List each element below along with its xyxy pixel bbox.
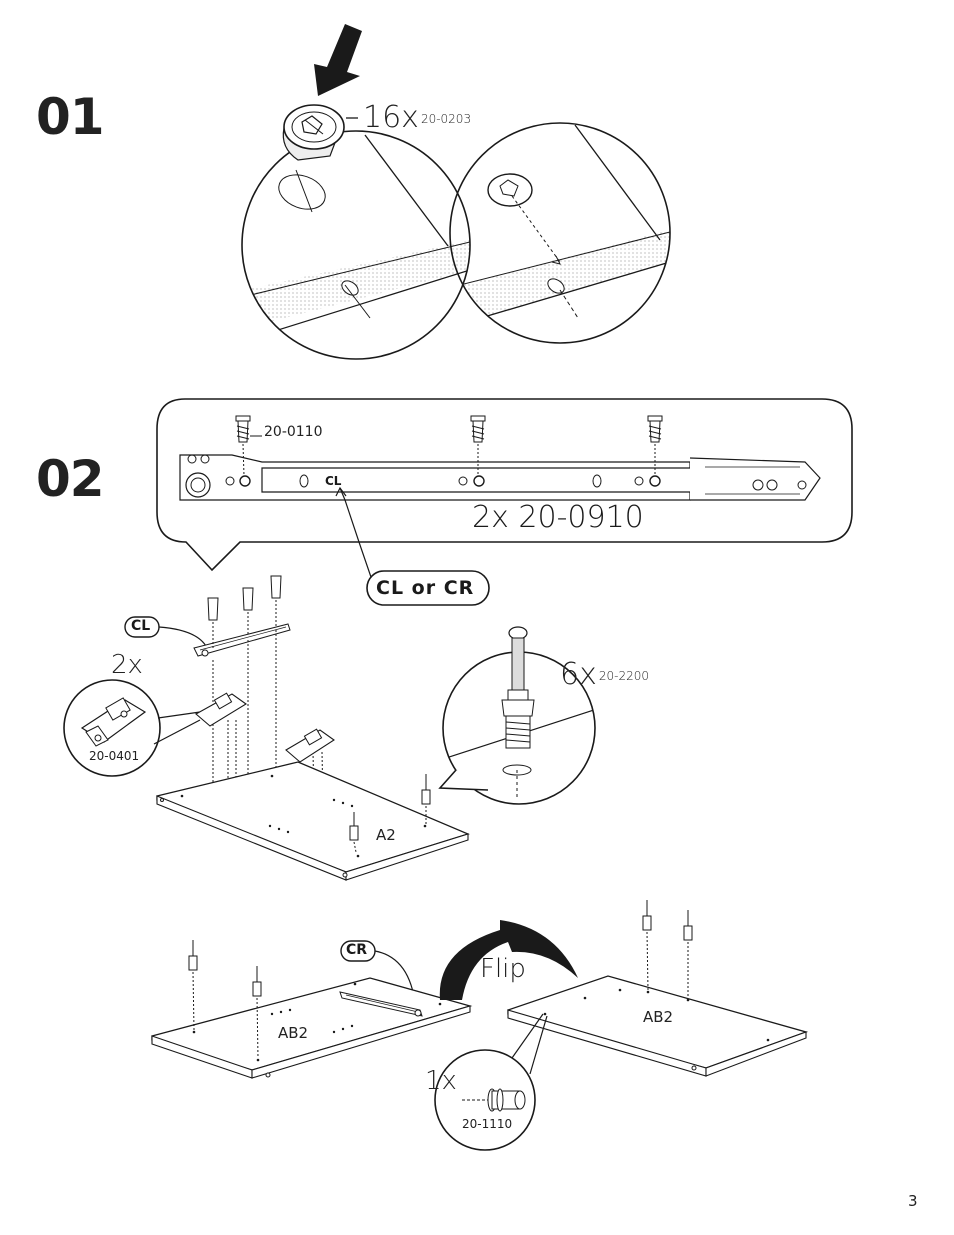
hinge-tag-cl: CL bbox=[131, 618, 151, 634]
rail-part-number: 20-0910 bbox=[518, 500, 644, 535]
cam-bolts-ab2-left bbox=[188, 940, 262, 1059]
rail-marker-cl: CL bbox=[325, 474, 342, 488]
rail-callout-bubble bbox=[156, 398, 853, 581]
dowel-part-number: 20-1110 bbox=[462, 1117, 513, 1131]
panel-ab2-right bbox=[507, 975, 809, 1077]
page-number: 3 bbox=[908, 1192, 918, 1210]
panel-ab2-left-label: AB2 bbox=[278, 1024, 309, 1042]
orientation-note: CL or CR bbox=[376, 577, 475, 599]
arrow-down-icon bbox=[314, 24, 362, 96]
detail-circle-left bbox=[241, 130, 471, 360]
orientation-pill bbox=[366, 570, 490, 606]
flip-arrow-icon bbox=[439, 920, 578, 1000]
flip-label: Flip bbox=[480, 954, 526, 984]
panel-a2-label: A2 bbox=[376, 826, 396, 844]
step-02-number: 02 bbox=[36, 450, 105, 508]
detail-circle-right bbox=[449, 122, 671, 344]
cam-lock-icon bbox=[282, 104, 358, 161]
step-01-number: 01 bbox=[36, 88, 105, 146]
hinge-icon bbox=[80, 697, 147, 747]
hinge-detail-circle bbox=[63, 679, 201, 777]
screw-icon bbox=[235, 415, 251, 477]
small-rail-left bbox=[193, 623, 291, 657]
step-01-part-number: 20-0203 bbox=[420, 111, 472, 126]
hinge-part-number: 20-0401 bbox=[89, 749, 140, 763]
cam-part-number: 20-2200 bbox=[598, 668, 649, 683]
dowel-icon bbox=[462, 1088, 526, 1112]
cam-bolts-a2 bbox=[349, 774, 431, 853]
hinge-quantity: 2x bbox=[111, 650, 143, 680]
hinges-on-panel bbox=[195, 692, 335, 763]
panel-a2 bbox=[156, 761, 470, 881]
panel-ab2-left bbox=[151, 977, 473, 1079]
dowel-detail-circle bbox=[434, 1013, 548, 1151]
panel-ab2-right-label: AB2 bbox=[643, 1008, 674, 1026]
screw-part-number: 20-0110 bbox=[264, 424, 323, 440]
cam-bolt-detail-circle bbox=[438, 626, 598, 805]
cam-bolt-icon bbox=[501, 626, 535, 749]
rail-quantity: 2x 20-0910 bbox=[472, 500, 644, 535]
rail-tag-cr: CR bbox=[346, 942, 368, 958]
dowel-quantity: 1x bbox=[425, 1066, 457, 1096]
screws-small-rail bbox=[207, 575, 282, 648]
cam-bolts-ab2-right bbox=[642, 900, 693, 998]
